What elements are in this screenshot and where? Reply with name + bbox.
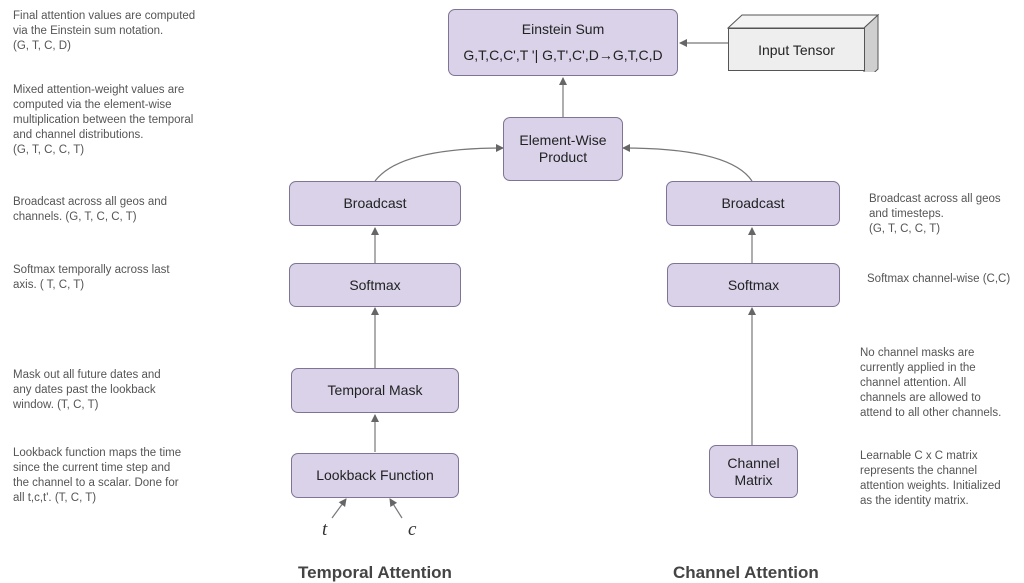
channel-matrix-label: Channel Matrix xyxy=(727,454,780,488)
note-lookback-function: Lookback function maps the time since th… xyxy=(13,447,182,504)
broadcast-channel-box: Broadcast xyxy=(666,181,840,226)
input-var-c: c xyxy=(408,519,417,540)
note-broadcast-channel: Broadcast across all geos and timesteps.… xyxy=(869,193,1001,235)
temporal-mask-box: Temporal Mask xyxy=(291,368,459,413)
softmax-temporal-label: Softmax xyxy=(349,276,401,293)
element-wise-product-box: Element-Wise Product xyxy=(503,117,623,181)
arrow-broadcast-left-to-product xyxy=(374,144,504,182)
note-channel-matrix: Learnable C x C matrix represents the ch… xyxy=(860,450,1001,507)
arrow-broadcast-right-to-product xyxy=(622,144,753,182)
note-broadcast-temporal: Broadcast across all geos and channels. … xyxy=(13,196,168,223)
lookback-function-box: Lookback Function xyxy=(291,453,459,498)
temporal-mask-label: Temporal Mask xyxy=(327,382,423,398)
softmax-channel-box: Softmax xyxy=(667,263,840,307)
note-softmax-channel: Softmax channel-wise (C,C) xyxy=(867,273,1011,285)
einstein-sum-title: Einstein Sum xyxy=(521,20,605,37)
arrow-t-to-lookback xyxy=(331,498,347,519)
element-wise-product-label: Element-Wise Product xyxy=(519,132,607,165)
input-var-t: t xyxy=(322,519,328,540)
einstein-sum-formula: G,T,C,C',T '| G,T',C',D→G,T,C,D xyxy=(463,47,663,64)
broadcast-temporal-box: Broadcast xyxy=(289,181,461,226)
arrow-c-to-lookback xyxy=(389,498,403,519)
broadcast-temporal-label: Broadcast xyxy=(343,195,407,211)
note-einstein-sum: Final attention values are computed via … xyxy=(13,10,196,52)
temporal-attention-title: Temporal Attention xyxy=(298,563,452,582)
channel-attention-title: Channel Attention xyxy=(673,563,819,582)
softmax-channel-label: Softmax xyxy=(727,276,780,293)
broadcast-channel-label: Broadcast xyxy=(721,195,785,211)
input-tensor-label: Input Tensor xyxy=(758,41,835,58)
note-no-channel-masks: No channel masks are currently applied i… xyxy=(860,347,1002,419)
input-tensor-box: Input Tensor xyxy=(728,28,865,71)
note-softmax-temporal: Softmax temporally across last axis. ( T… xyxy=(13,264,170,291)
softmax-temporal-box: Softmax xyxy=(289,263,461,307)
note-temporal-mask: Mask out all future dates and any dates … xyxy=(13,369,161,411)
channel-matrix-box: Channel Matrix xyxy=(709,445,798,498)
note-mixed-attention: Mixed attention-weight values are comput… xyxy=(13,84,194,156)
einstein-sum-box: Einstein Sum G,T,C,C',T '| G,T',C',D→G,T… xyxy=(448,9,678,76)
lookback-function-label: Lookback Function xyxy=(316,467,434,483)
